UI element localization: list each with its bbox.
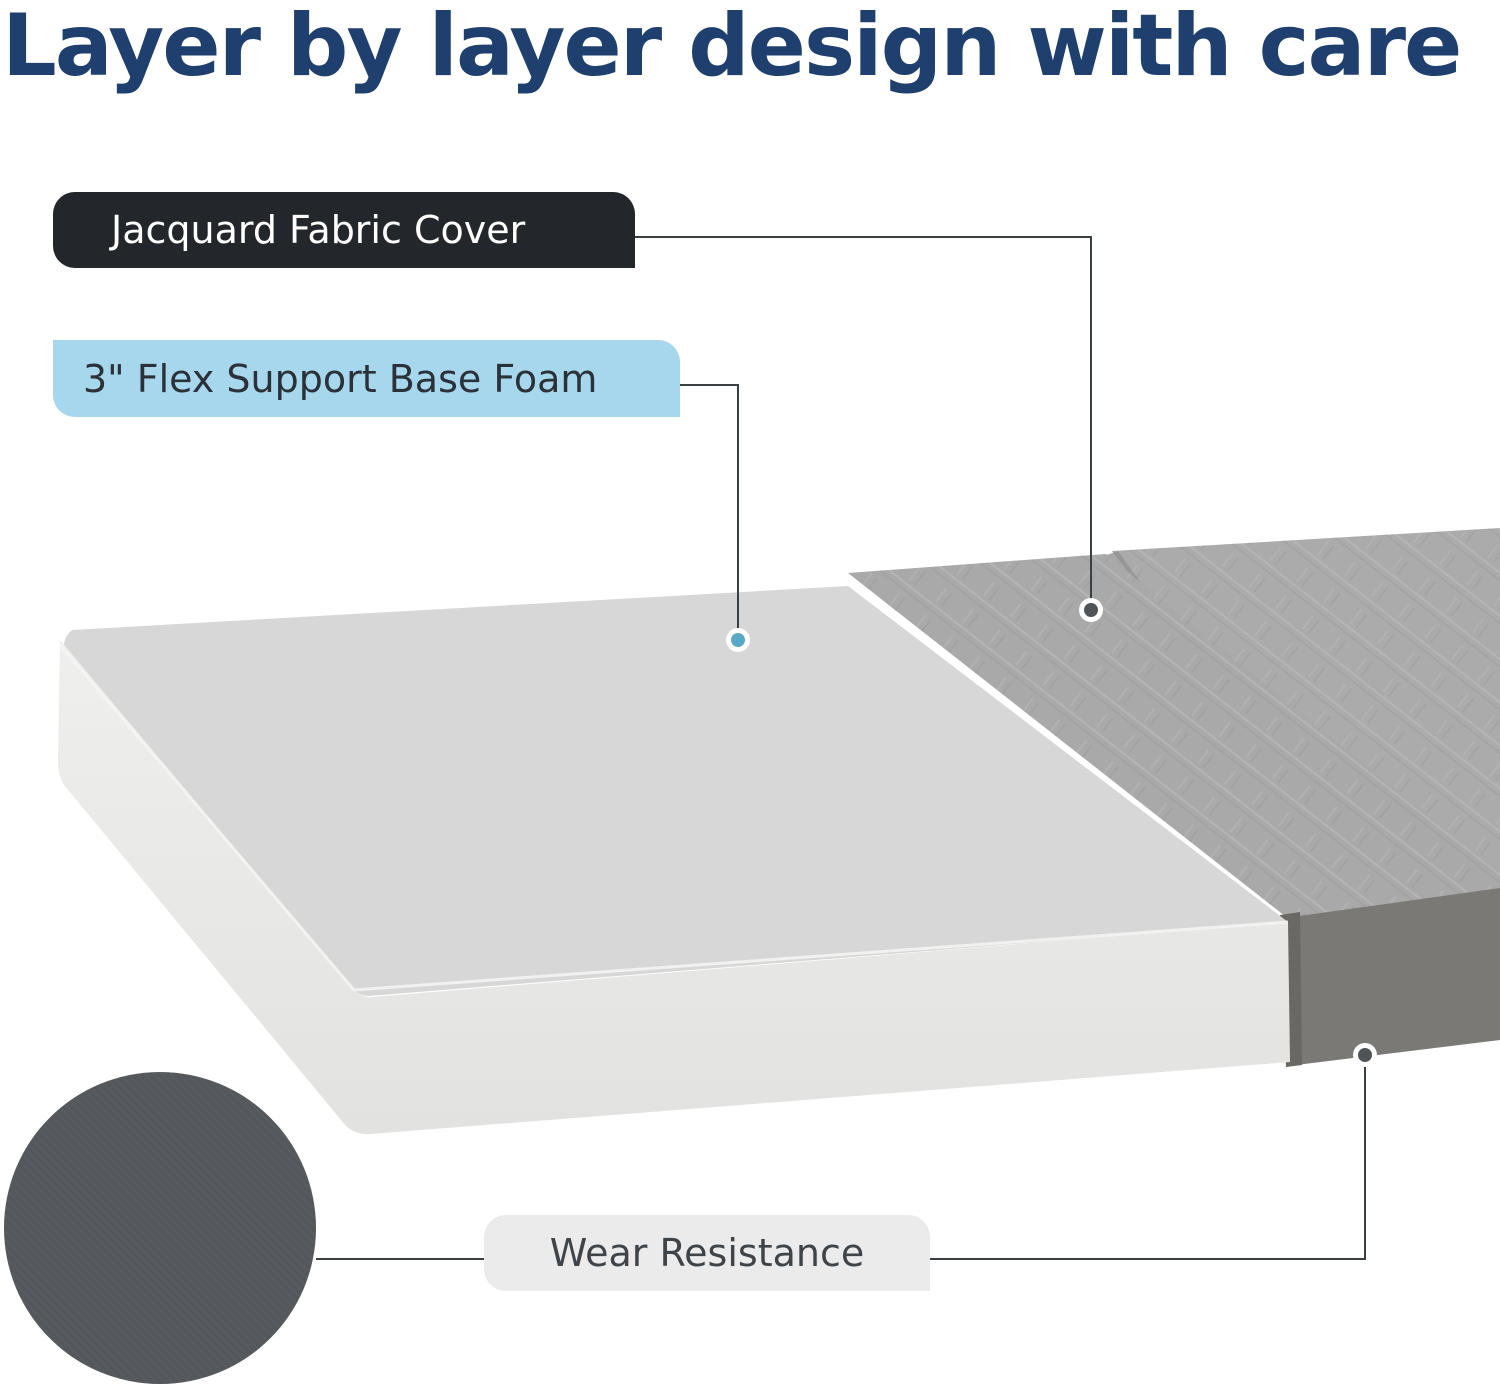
wear-label: Wear Resistance	[484, 1215, 930, 1291]
cover-label-text: Jacquard Fabric Cover	[111, 208, 526, 252]
page-title: Layer by layer design with care	[2, 0, 1462, 96]
fabric-panel-far-texture	[1112, 528, 1500, 880]
marker-dot-icon	[726, 628, 750, 652]
fabric-top-panel-texture	[848, 554, 1500, 920]
foam-top-surface	[64, 586, 1288, 996]
base-foam-label: 3" Flex Support Base Foam	[53, 340, 680, 417]
foam-edge-highlight	[58, 644, 1289, 992]
fabric-side-wall	[1285, 888, 1500, 1066]
wear-label-text: Wear Resistance	[549, 1231, 865, 1275]
marker-dot-icon	[1353, 1043, 1377, 1067]
wear-leader-line-right	[930, 1065, 1366, 1260]
fabric-swatch	[4, 1072, 316, 1384]
marker-dot-icon	[1079, 598, 1103, 622]
foam-side-wall	[58, 640, 1290, 1135]
foam-leader-line	[680, 384, 739, 630]
cover-label: Jacquard Fabric Cover	[53, 192, 635, 268]
base-foam-label-text: 3" Flex Support Base Foam	[83, 356, 598, 401]
cover-leader-line	[635, 236, 1092, 600]
